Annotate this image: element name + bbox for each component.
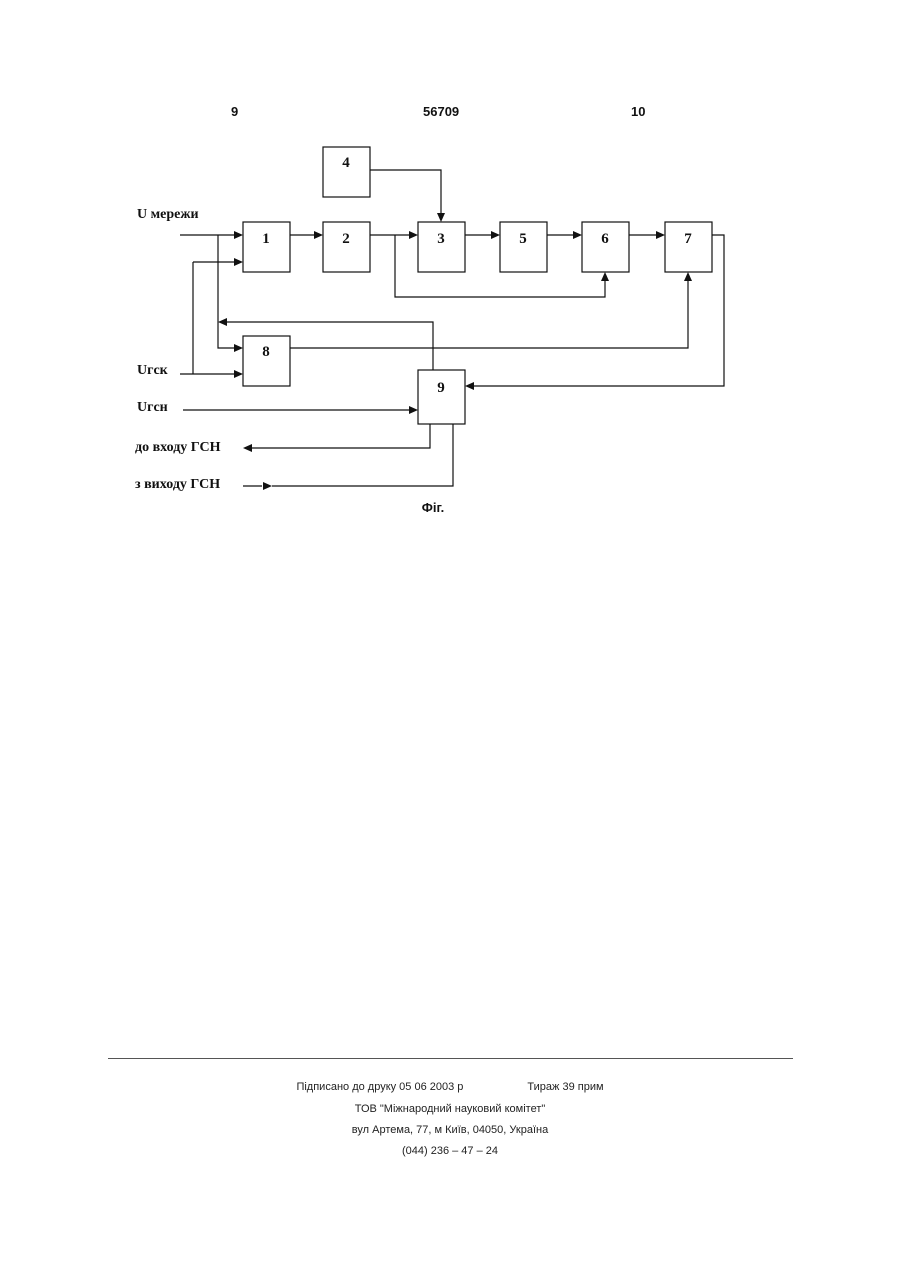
footer-phone: (044) 236 – 47 – 24	[0, 1145, 900, 1157]
to-gsn-input-label: до входу ГСН	[135, 440, 221, 455]
mains-label: U мережи	[137, 207, 199, 222]
block-5: 5	[500, 222, 547, 272]
block-7-label: 7	[684, 231, 692, 247]
block-9-label: 9	[437, 380, 445, 396]
block-diagram: 1 2 3 4 5 6 7 8	[0, 0, 900, 560]
footer-line-1: Підписано до друку 05 06 2003 р Тираж 39 …	[0, 1081, 900, 1093]
ugsn-label: Uгсн	[137, 400, 168, 415]
block-4-label: 4	[342, 155, 350, 171]
block-3: 3	[418, 222, 465, 272]
footer-signed: Підписано до друку 05 06 2003 р	[296, 1081, 463, 1093]
block-8: 8	[243, 336, 290, 386]
block-9: 9	[418, 370, 465, 424]
block-6: 6	[582, 222, 629, 272]
footer-address: вул Артема, 77, м Київ, 04050, Україна	[0, 1124, 900, 1136]
footer-divider	[108, 1058, 793, 1059]
block-6-label: 6	[601, 231, 609, 247]
footer-circulation: Тираж 39 прим	[527, 1081, 603, 1093]
block-8-label: 8	[262, 344, 270, 360]
block-5-label: 5	[519, 231, 527, 247]
block-2-label: 2	[342, 231, 350, 247]
block-4: 4	[323, 147, 370, 197]
block-1: 1	[243, 222, 290, 272]
block-2: 2	[323, 222, 370, 272]
block-7: 7	[665, 222, 712, 272]
block-1-label: 1	[262, 231, 270, 247]
figure-caption: Фіг.	[422, 500, 444, 515]
from-gsn-output-label: з виходу ГСН	[135, 477, 220, 492]
connections	[180, 170, 724, 490]
ugsk-label: Uгск	[137, 363, 169, 378]
footer-org: ТОВ "Міжнародний науковий комітет"	[0, 1103, 900, 1115]
block-3-label: 3	[437, 231, 445, 247]
